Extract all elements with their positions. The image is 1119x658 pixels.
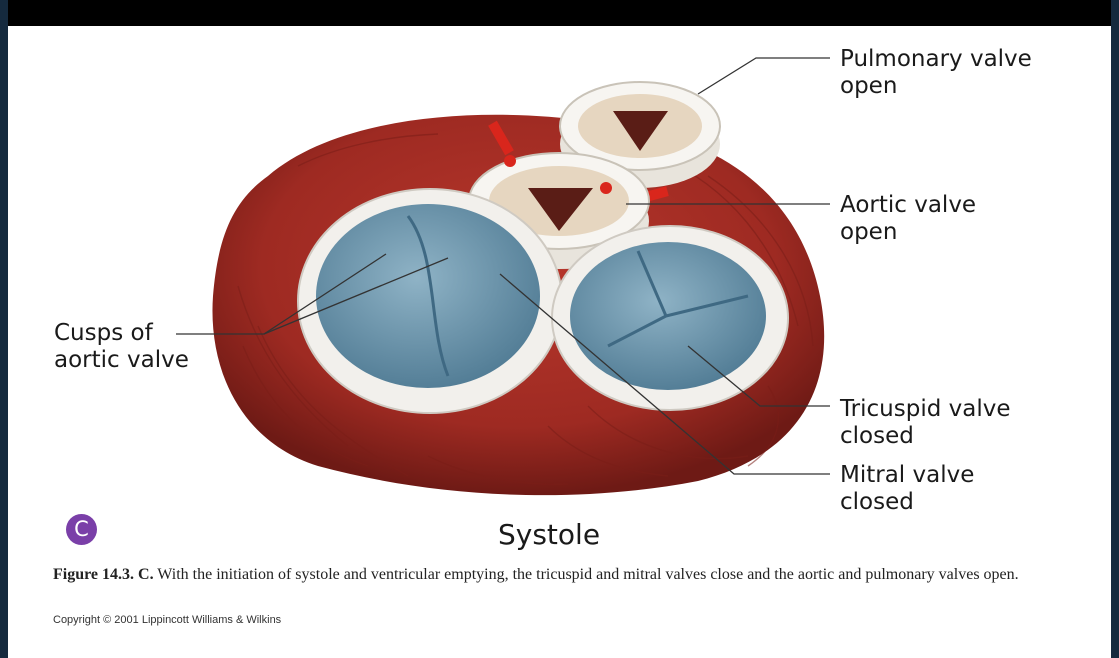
left-edge-strip — [0, 0, 8, 658]
mitral-valve-graphic — [298, 189, 562, 413]
mitral-valve-label: Mitral valve closed — [840, 462, 974, 516]
aortic-valve-label: Aortic valve open — [840, 192, 976, 246]
tricuspid-valve-graphic — [552, 226, 788, 410]
figure-reference: Figure 14.3. C. — [53, 566, 154, 583]
pulmonary-valve-label: Pulmonary valve open — [840, 46, 1032, 100]
figure-canvas: Pulmonary valve open Aortic valve open C… — [8, 26, 1111, 658]
pulmonary-leader — [698, 58, 830, 94]
diagram-title: Systole — [498, 518, 600, 551]
cusps-label: Cusps of aortic valve — [54, 320, 189, 374]
panel-badge: C — [66, 514, 97, 545]
right-edge-strip — [1111, 0, 1119, 658]
tricuspid-valve-label: Tricuspid valve closed — [840, 396, 1010, 450]
copyright-notice: Copyright © 2001 Lippincott Williams & W… — [53, 614, 281, 626]
caption-text: With the initiation of systole and ventr… — [154, 566, 1019, 583]
figure-caption: Figure 14.3. C. With the initiation of s… — [53, 565, 1093, 585]
